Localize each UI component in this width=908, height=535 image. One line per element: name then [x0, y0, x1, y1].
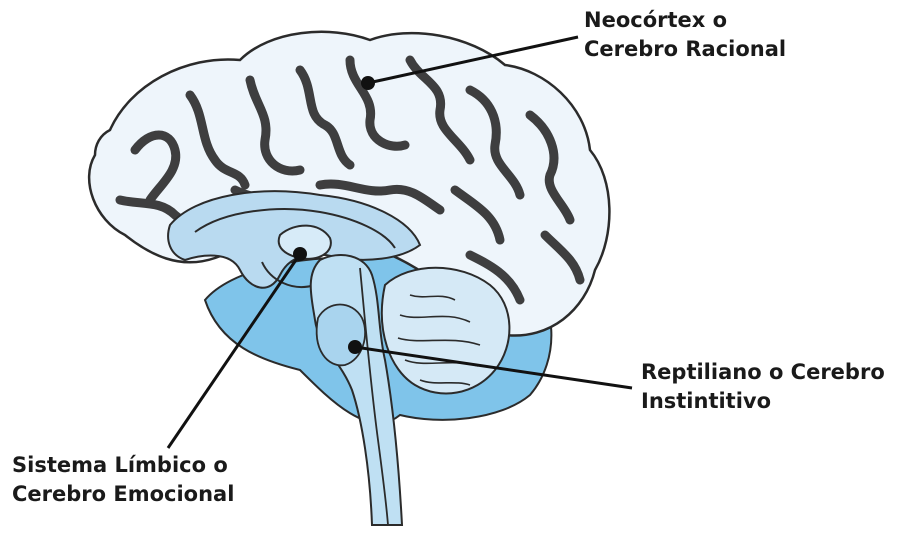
- limbic-label-line1: Sistema Límbico o: [12, 451, 234, 480]
- reptilian-label-line2: Instintitivo: [641, 387, 885, 416]
- pons-shape: [317, 305, 365, 366]
- reptilian-label: Reptiliano o Cerebro Instintitivo: [641, 358, 885, 416]
- neocortex-label-line2: Cerebro Racional: [584, 35, 786, 64]
- limbic-label: Sistema Límbico o Cerebro Emocional: [12, 451, 234, 509]
- neocortex-label: Neocórtex o Cerebro Racional: [584, 6, 786, 64]
- limbic-pointer-dot: [293, 247, 307, 261]
- limbic-label-line2: Cerebro Emocional: [12, 480, 234, 509]
- reptilian-label-line1: Reptiliano o Cerebro: [641, 358, 885, 387]
- neocortex-pointer-dot: [361, 76, 375, 90]
- reptilian-pointer-dot: [348, 340, 362, 354]
- neocortex-label-line1: Neocórtex o: [584, 6, 786, 35]
